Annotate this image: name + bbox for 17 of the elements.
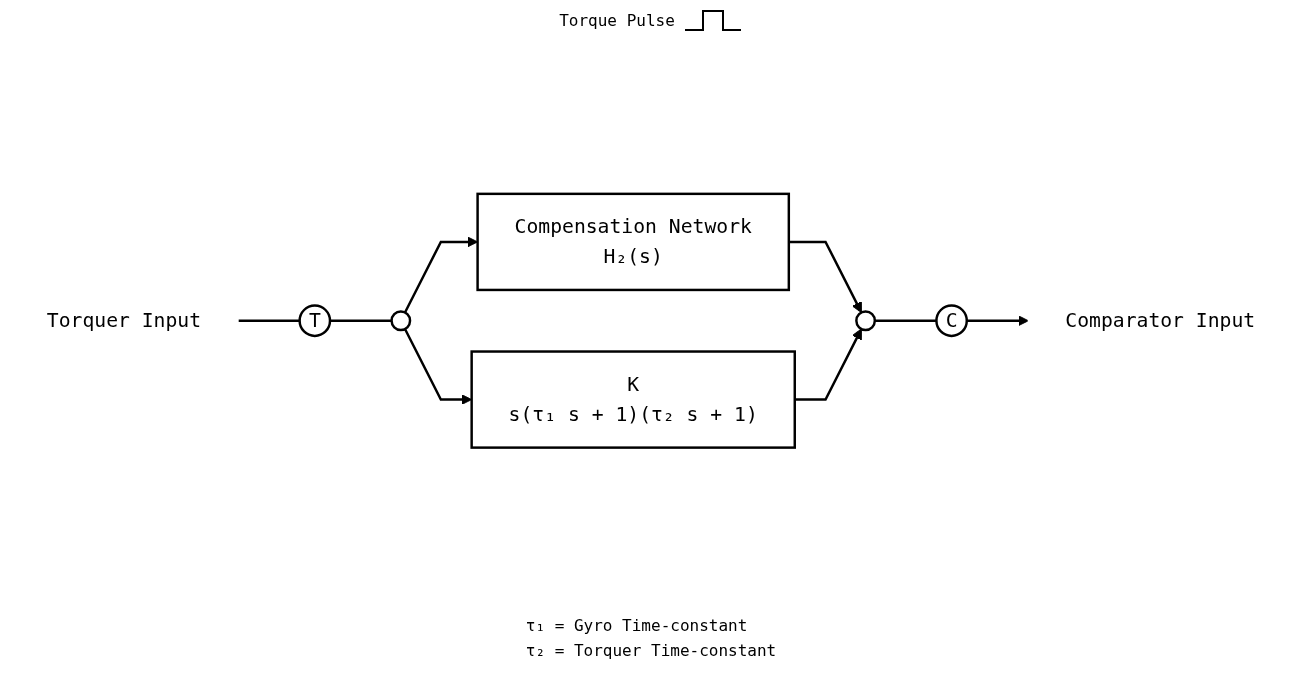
node-circle (390, 310, 412, 332)
signal-label: Torque Pulse (559, 10, 675, 30)
node-circle: T (298, 304, 332, 338)
connector (238, 319, 300, 323)
node-box: K s(τ₁ s + 1)(τ₂ s + 1) (470, 350, 796, 450)
node-circle: C (935, 304, 968, 338)
note-text: τ₁ = Gyro Time-constant (525, 616, 749, 635)
arrow (966, 315, 1029, 327)
connector (330, 319, 392, 323)
arrow (794, 328, 862, 402)
connector (874, 319, 937, 323)
node-box: Compensation Network H₂(s) (476, 192, 791, 292)
node-text: Torquer Input (46, 308, 202, 333)
arrow (788, 240, 862, 314)
node-text: Comparator Input (1065, 308, 1256, 333)
note-text: τ₂ = Torquer Time-constant (525, 641, 777, 660)
node-circle (855, 310, 877, 332)
